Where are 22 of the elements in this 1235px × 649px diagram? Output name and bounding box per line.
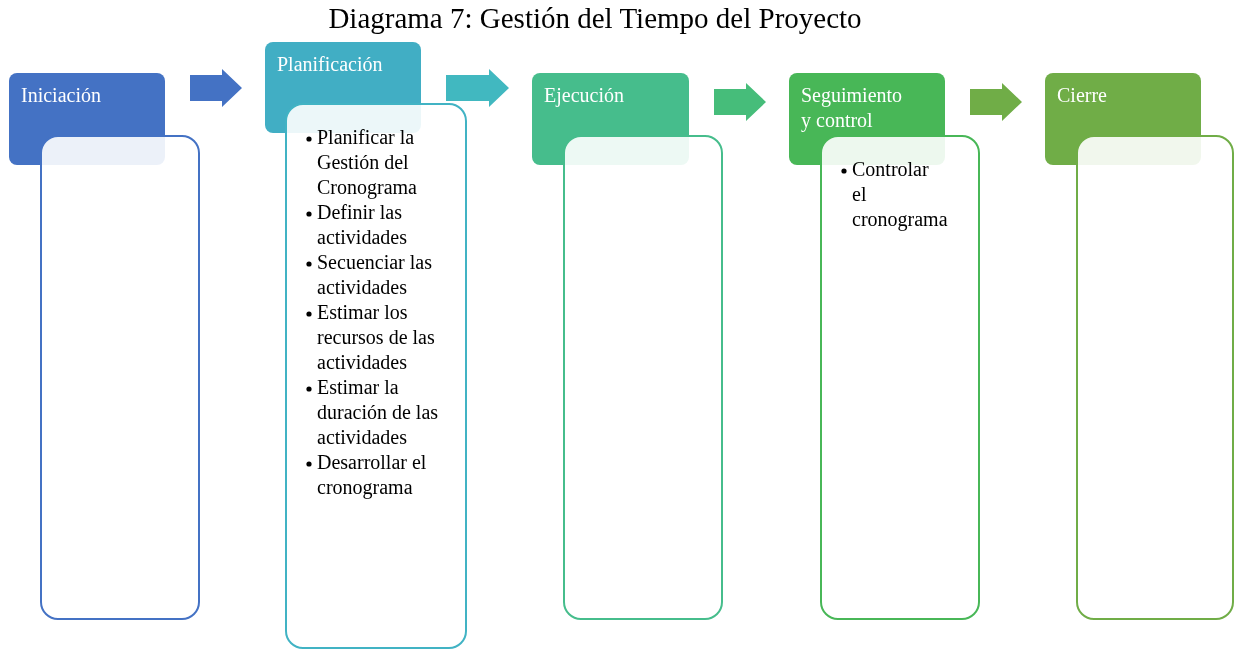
- stage-title: Seguimiento y control: [801, 83, 904, 133]
- stage-card: [563, 135, 723, 620]
- stage-card: [40, 135, 200, 620]
- stage-card: [820, 135, 980, 620]
- task-item: Desarrollar el cronograma: [317, 451, 427, 498]
- stage-title: Planificación: [277, 52, 384, 77]
- task-item: Estimar los recursos de las actividades: [317, 301, 435, 373]
- stage-card: [285, 103, 467, 649]
- stage-card: [1076, 135, 1234, 620]
- task-item: Planificar la Gestión del Cronograma: [317, 126, 417, 198]
- block-arrow: [190, 69, 242, 107]
- stage-title: Iniciación: [21, 83, 102, 108]
- task-item: Definir las actividades: [317, 201, 407, 248]
- task-item: Controlar el cronograma: [852, 158, 948, 230]
- block-arrow: [714, 83, 766, 121]
- diagram-title: Diagrama 7: Gestión del Tiempo del Proyecto: [328, 2, 862, 35]
- task-item: Secuenciar las actividades: [317, 251, 432, 298]
- block-arrow: [970, 83, 1022, 121]
- stage-title: Ejecución: [544, 83, 625, 108]
- block-arrow: [446, 69, 509, 107]
- task-item: Estimar la duración de las actividades: [317, 376, 439, 448]
- stage-title: Cierre: [1057, 83, 1108, 108]
